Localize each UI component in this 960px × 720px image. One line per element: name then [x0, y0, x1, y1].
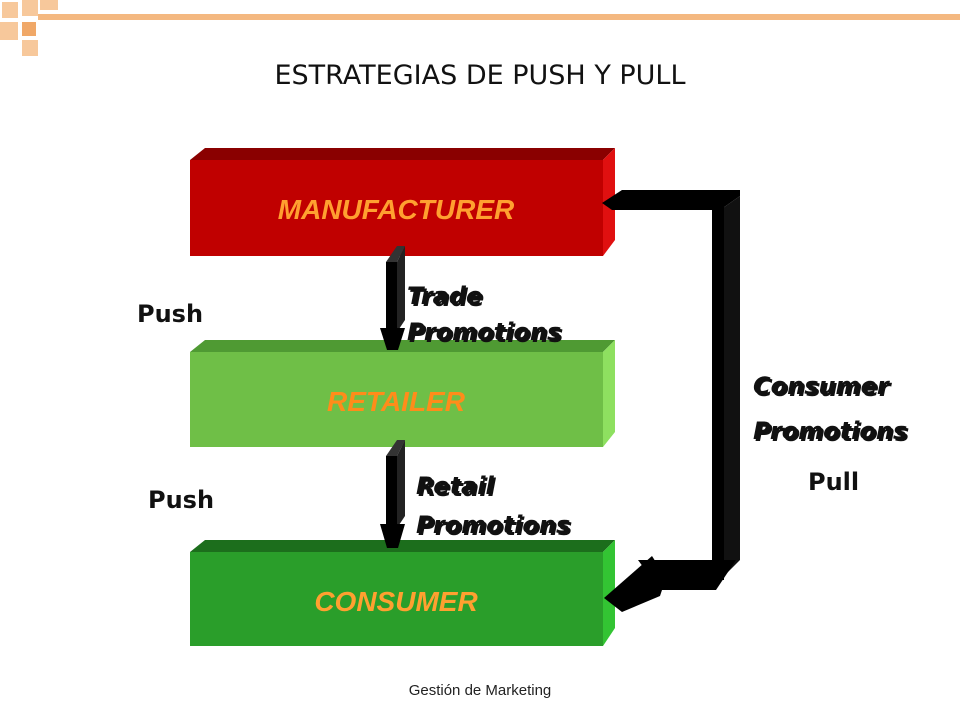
push-label-bottom: Push — [148, 486, 214, 514]
pull-arrow — [602, 190, 740, 612]
push-arrow-top-side — [397, 246, 405, 332]
pull-arrow-top-bar — [602, 190, 740, 210]
page-title: ESTRATEGIAS DE PUSH Y PULL — [274, 60, 686, 91]
consumer-box-side — [603, 540, 615, 646]
retailer-box: RETAILER — [190, 340, 615, 447]
decor-square — [0, 22, 18, 40]
decor-square — [22, 0, 38, 16]
push-arrow-top-head — [380, 328, 405, 350]
push-label-top: Push — [137, 300, 203, 328]
consumer-promotions-label: Consumer Consumer Promotions Promotions — [753, 372, 909, 447]
push-arrow-top-bevel — [386, 246, 405, 262]
consumer-box-front — [190, 552, 603, 646]
retail-promotions-label: Retail Retail Promotions Promotions — [416, 472, 572, 541]
trade-promotions-label: Trade Trade Promotions Promotions — [407, 282, 563, 348]
trade-text: Trade — [407, 282, 482, 310]
manufacturer-box-top — [190, 148, 615, 160]
consumer-promotions-text: Promotions — [753, 417, 907, 445]
decor-top-bar — [38, 14, 960, 20]
retailer-box-side — [603, 340, 615, 447]
consumer-text: Consumer — [753, 372, 891, 400]
trade-promotions-shadow: Promotions — [409, 320, 563, 348]
consumer-promotions-shadow: Promotions — [755, 419, 909, 447]
manufacturer-box-front — [190, 160, 603, 256]
trade-promotions-text: Promotions — [407, 318, 561, 346]
pull-arrow-vertical-side — [720, 196, 740, 580]
decor-square — [2, 2, 18, 18]
pull-arrow-vertical — [712, 205, 724, 580]
consumer-box-top — [190, 540, 615, 552]
push-arrow-bottom-side — [397, 440, 405, 528]
retail-text: Retail — [416, 472, 494, 500]
decor-square — [22, 40, 38, 56]
footer-text: Gestión de Marketing — [408, 682, 552, 699]
retail-promotions-shadow: Promotions — [418, 513, 572, 541]
retail-shadow: Retail — [418, 474, 496, 502]
retailer-box-front — [190, 352, 603, 447]
trade-shadow: Trade — [409, 284, 484, 312]
push-arrow-bottom-bevel — [386, 440, 405, 456]
push-arrow-bottom — [380, 440, 405, 548]
consumer-box: CONSUMER — [190, 540, 615, 646]
push-arrow-bottom-head — [380, 524, 405, 548]
retailer-label: RETAILER — [327, 386, 466, 417]
push-arrow-top-shaft — [386, 262, 397, 332]
push-arrow-bottom-shaft — [386, 456, 397, 528]
manufacturer-label: MANUFACTURER — [278, 194, 515, 225]
manufacturer-box: MANUFACTURER — [190, 148, 615, 256]
decor-square — [40, 0, 58, 10]
retailer-box-top — [190, 340, 615, 352]
decor-square — [22, 22, 36, 36]
retail-promotions-text: Promotions — [416, 511, 570, 539]
consumer-label: CONSUMER — [314, 586, 478, 617]
pull-arrow-head — [604, 556, 666, 612]
consumer-shadow: Consumer — [755, 374, 893, 402]
push-arrow-top — [380, 246, 405, 350]
pull-label: Pull — [808, 468, 859, 496]
